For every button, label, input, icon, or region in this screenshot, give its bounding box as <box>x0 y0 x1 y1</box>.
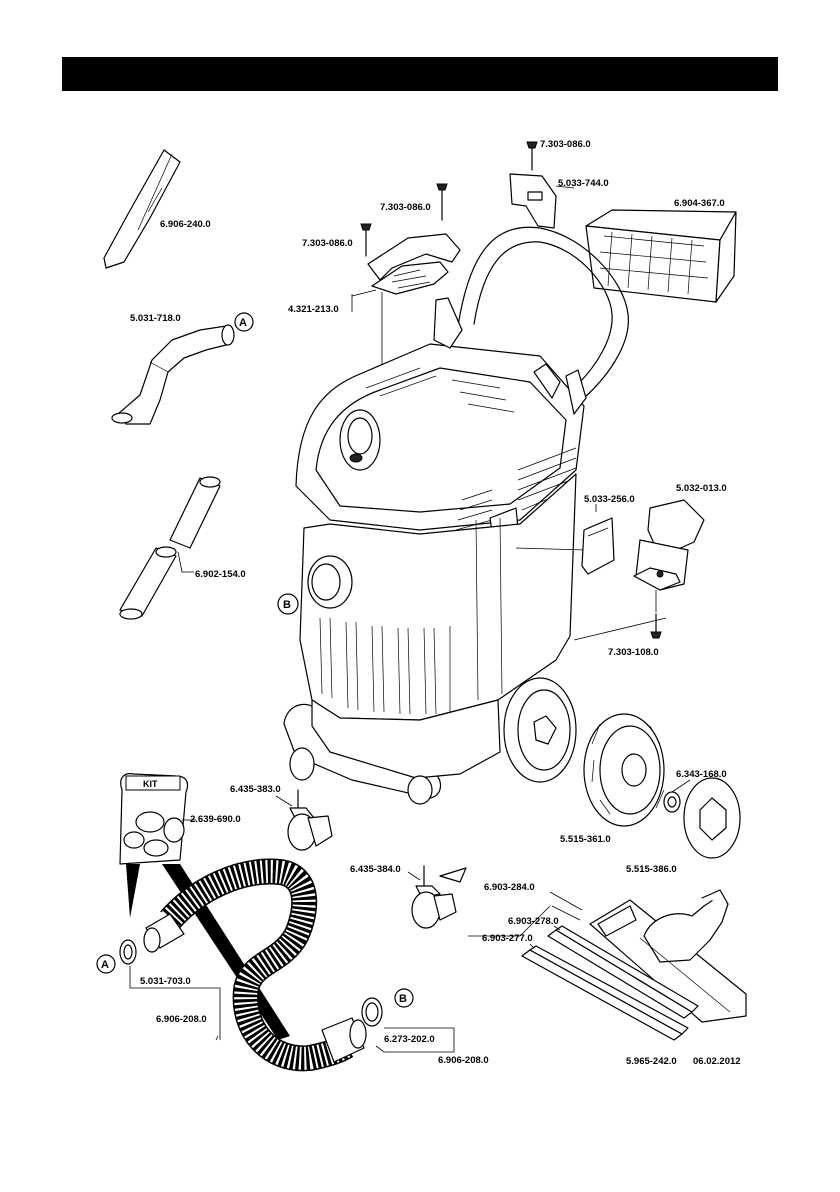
holder-screw-drawing <box>650 613 662 639</box>
holder-clip-drawing <box>509 173 557 229</box>
accessory-holder-drawing <box>633 499 705 591</box>
ref-letter-a-bottom: A <box>101 959 109 971</box>
floor-nozzle-drawing <box>589 889 747 1023</box>
lock-ring-drawing <box>663 791 681 813</box>
part-label-castor-rear: 6.435-384.0 <box>350 864 401 875</box>
part-label-hub-cap: 5.515-386.0 <box>626 864 677 875</box>
adapter-a-drawing <box>119 939 137 965</box>
castor-rear-drawing <box>411 865 467 929</box>
kit-label: KIT <box>143 779 158 789</box>
ref-circle-a-top <box>234 312 254 332</box>
footer-date: 06.02.2012 <box>693 1056 741 1067</box>
part-label-adapter-a: 5.031-703.0 <box>140 976 191 987</box>
handle-drawing <box>367 233 461 295</box>
cover-plate-drawing <box>581 517 615 575</box>
flat-filter-drawing <box>585 209 737 303</box>
part-label-wheel: 5.515-361.0 <box>560 834 611 845</box>
extension-tubes-drawing <box>119 476 221 620</box>
part-label-strip-lower: 6.903-277.0 <box>482 933 533 944</box>
part-label-strip-upper: 6.903-278.0 <box>508 916 559 927</box>
bend-drawing <box>111 324 235 425</box>
part-label-crevice-nozzle: 6.906-240.0 <box>160 219 211 230</box>
kit-pointer-left <box>126 864 140 918</box>
ref-letter-b-body: B <box>283 599 291 611</box>
strip-upper-drawing <box>547 925 699 1019</box>
part-label-screw-handle-right: 7.303-086.0 <box>380 202 431 213</box>
footer-code: 5.965-242.0 <box>626 1056 677 1067</box>
part-label-hose: 6.906-208.0 <box>156 1014 207 1025</box>
wheel-drawing <box>583 713 665 827</box>
part-label-flat-filter: 6.904-367.0 <box>674 198 725 209</box>
ref-circle-a-bottom <box>96 954 116 974</box>
ref-letter-b-bottom: B <box>399 993 407 1005</box>
wheel-on-body-drawing <box>503 677 577 783</box>
crevice-nozzle-drawing <box>103 149 181 269</box>
part-label-castor-front: 6.435-383.0 <box>230 784 281 795</box>
part-label-screw-handle-left: 7.303-086.0 <box>302 238 353 249</box>
sleeve-b-drawing <box>361 997 383 1027</box>
kit-bag-drawing <box>119 773 189 865</box>
castor-front-drawing <box>287 789 333 851</box>
part-label-hose-set: 6.906-208.0 <box>438 1055 489 1066</box>
part-label-handle: 4.321-213.0 <box>288 304 339 315</box>
part-label-floor-nozzle: 6.903-284.0 <box>484 882 535 893</box>
part-label-lock-ring: 6.343-168.0 <box>676 769 727 780</box>
ref-circle-b-bottom <box>394 988 414 1008</box>
hose-drawing <box>143 858 367 1072</box>
vacuum-body-drawing <box>283 226 629 805</box>
part-label-cover-plate: 5.033-256.0 <box>584 494 635 505</box>
part-label-screw-top: 7.303-086.0 <box>540 139 591 150</box>
top-screw-drawing <box>526 141 538 171</box>
part-label-adapter-kit: 2.639-690.0 <box>190 814 241 825</box>
part-label-extension-tubes: 6.902-154.0 <box>195 569 246 580</box>
handle-screws-drawing <box>360 183 448 257</box>
part-label-accessory-holder: 5.032-013.0 <box>676 483 727 494</box>
header-bar <box>62 57 778 91</box>
part-label-holder-clip: 5.033-744.0 <box>558 178 609 189</box>
part-label-sleeve-b: 6.273-202.0 <box>384 1034 435 1045</box>
ref-letter-a-top: A <box>239 317 247 329</box>
part-label-bend: 5.031-718.0 <box>130 313 181 324</box>
hub-cap-drawing <box>683 777 741 859</box>
strip-lower-drawing <box>521 945 689 1041</box>
part-label-screw-holder: 7.303-108.0 <box>608 647 659 658</box>
ref-circle-b-body <box>277 593 299 615</box>
